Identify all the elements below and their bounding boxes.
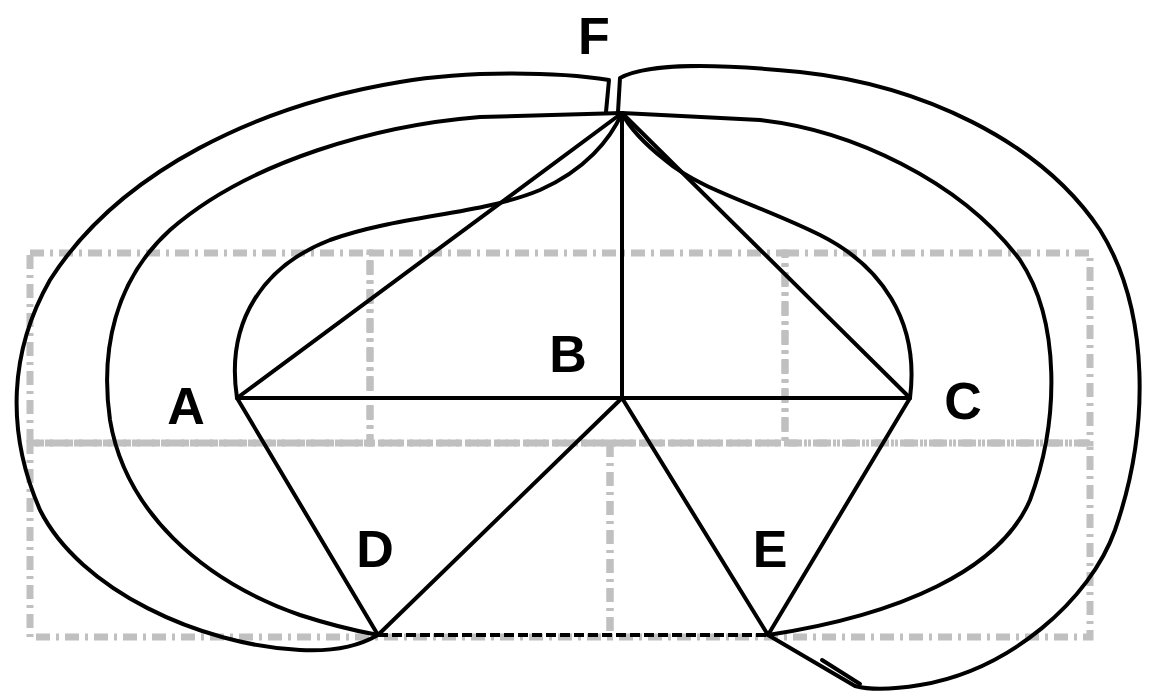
outer-outline: [17, 74, 609, 651]
triangle-line: [237, 398, 910, 635]
point-label: D: [356, 523, 394, 575]
grid-box: [785, 253, 1090, 443]
grid-boxes: [30, 253, 1090, 637]
middle-outline: [107, 113, 622, 635]
outer-outline: [618, 66, 1140, 689]
grid-box: [30, 253, 370, 443]
point-label: E: [753, 523, 788, 575]
outline-tick: [822, 660, 860, 684]
point-label: C: [944, 375, 982, 427]
point-label: A: [167, 380, 205, 432]
grid-box: [370, 253, 785, 443]
base-line: [378, 633, 768, 637]
point-label: B: [549, 328, 587, 380]
triangle-line: [620, 113, 624, 398]
triangle-line: [237, 113, 910, 398]
grid-box: [610, 443, 1090, 637]
point-label: F: [578, 10, 610, 62]
middle-outline: [622, 113, 1051, 635]
